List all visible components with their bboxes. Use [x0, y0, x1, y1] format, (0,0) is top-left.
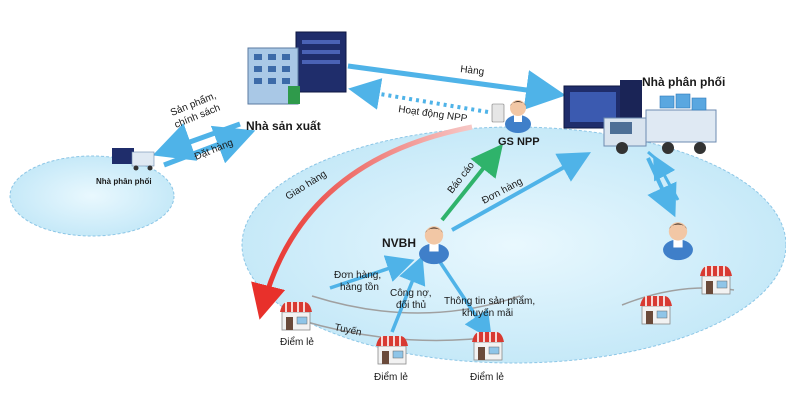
debt-label-2: đối thủ [396, 299, 426, 311]
store-icon-left [279, 301, 313, 331]
manufacturer-icon [247, 31, 347, 105]
supervisor-icon [491, 100, 531, 133]
outlet-label-3: Điểm lẻ [470, 371, 504, 383]
distributor-small-icon [112, 148, 155, 171]
product-info-label-1: Thông tin sản phẩm, [444, 295, 535, 307]
goods-label: Hàng [460, 64, 485, 78]
arrow-product-info [438, 261, 492, 340]
arrow-orders [451, 152, 591, 232]
store-icon-right-1 [639, 295, 673, 325]
arrow-orders-stock [329, 255, 415, 290]
orders-stock-label-2: hàng tồn [340, 281, 379, 293]
arrow-goods [347, 63, 566, 110]
product-info-label-2: khuyến mãi [462, 307, 513, 319]
arrow-debt [390, 255, 426, 333]
route-arc-left [311, 295, 521, 314]
distributor-main-label: Nhà phân phối [642, 75, 725, 89]
arrow-npp-activity [348, 78, 489, 114]
arrow-rep-distributor [653, 154, 680, 201]
arrow-report [440, 143, 503, 222]
route-label: Tuyến [333, 321, 362, 338]
main-distribution-region [241, 126, 786, 364]
left-distributor-region [9, 155, 175, 237]
sales-rep-label: NVBH [382, 236, 416, 250]
supervisor-label: GS NPP [498, 136, 540, 148]
store-icon-right-2 [699, 265, 733, 295]
distributor-main-icon [563, 80, 717, 154]
outlet-label-2: Điểm lẻ [374, 371, 408, 383]
arrow-distributor-rep [646, 157, 677, 218]
manufacturer-label: Nhà sản xuất [246, 119, 321, 133]
distributor-small-label: Nhà phân phối [96, 177, 152, 186]
outlet-label-1: Điểm lẻ [280, 336, 314, 348]
debt-label-1: Công nợ, [390, 288, 432, 299]
orders-stock-label-1: Đơn hàng, [334, 270, 381, 281]
arrow-delivery [251, 124, 473, 320]
arrow-place-order [163, 125, 256, 168]
store-icon-bottom-right [471, 331, 505, 361]
store-icon-bottom-left [375, 335, 409, 365]
